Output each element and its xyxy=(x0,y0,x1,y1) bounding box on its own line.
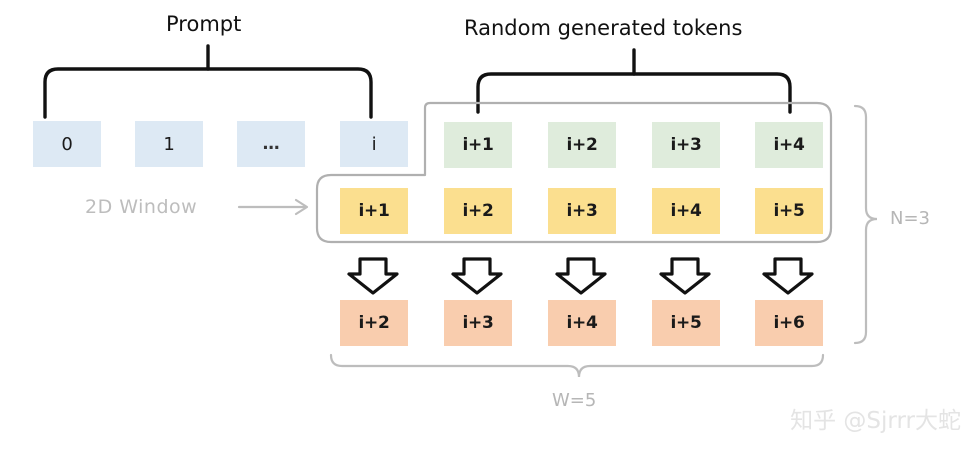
down-arrow xyxy=(451,257,503,295)
token-cell-output[interactable]: i+5 xyxy=(652,300,720,346)
down-arrow xyxy=(762,257,814,295)
window-label: 2D Window xyxy=(85,196,198,218)
down-arrow xyxy=(555,257,607,295)
token-cell-window[interactable]: i+1 xyxy=(340,188,408,234)
window-pointer-arrow xyxy=(237,198,309,216)
rows-count-brace xyxy=(853,104,878,345)
generated-tokens-title: Random generated tokens xyxy=(464,16,743,40)
watermark: 知乎 @Sjrrr大蛇 xyxy=(790,408,961,434)
token-cell-window[interactable]: i+4 xyxy=(652,188,720,234)
token-cell-generated[interactable]: i+3 xyxy=(652,122,720,168)
token-cell-generated[interactable]: i+1 xyxy=(444,122,512,168)
rows-count-label: N=3 xyxy=(890,208,930,229)
token-cell-output[interactable]: i+4 xyxy=(548,300,616,346)
token-cell-window[interactable]: i+5 xyxy=(755,188,823,234)
token-cell-generated[interactable]: i+4 xyxy=(755,122,823,168)
window-width-label: W=5 xyxy=(552,390,597,411)
token-cell-prompt-ellipsis[interactable]: … xyxy=(237,121,305,167)
token-cell-window[interactable]: i+2 xyxy=(444,188,512,234)
down-arrow-group xyxy=(347,257,814,295)
token-cell-window[interactable]: i+3 xyxy=(548,188,616,234)
token-cell-prompt[interactable]: 0 xyxy=(33,121,101,167)
token-cell-output[interactable]: i+2 xyxy=(340,300,408,346)
generated-bracket xyxy=(476,48,792,114)
prompt-title: Prompt xyxy=(166,12,242,36)
window-width-brace xyxy=(329,353,825,378)
token-cell-prompt[interactable]: i xyxy=(340,121,408,167)
token-cell-output[interactable]: i+3 xyxy=(444,300,512,346)
token-cell-output[interactable]: i+6 xyxy=(755,300,823,346)
prompt-bracket xyxy=(43,44,373,119)
token-cell-generated[interactable]: i+2 xyxy=(548,122,616,168)
down-arrow xyxy=(347,257,399,295)
down-arrow xyxy=(659,257,711,295)
token-cell-prompt[interactable]: 1 xyxy=(135,121,203,167)
